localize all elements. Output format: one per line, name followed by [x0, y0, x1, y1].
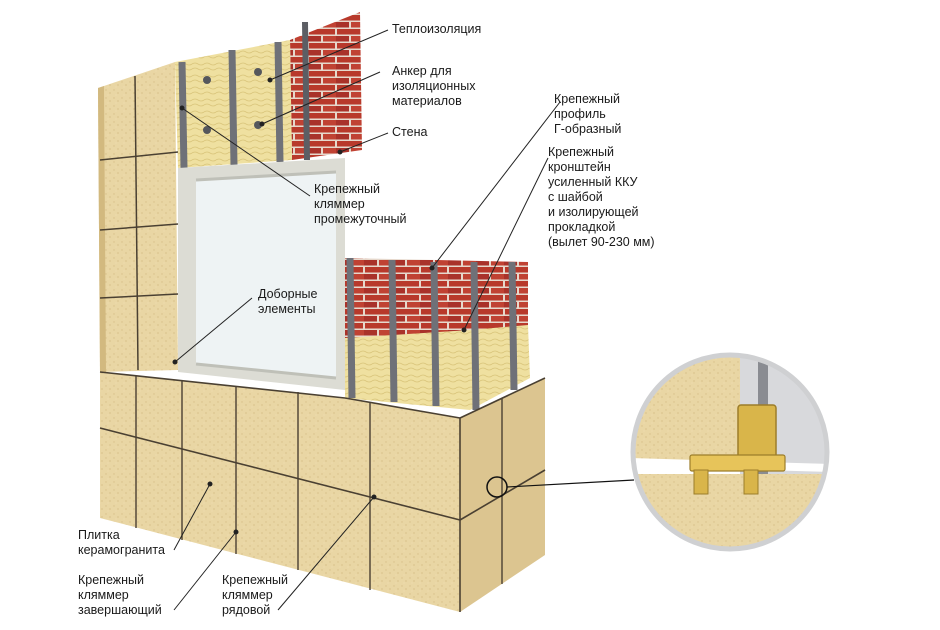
label-bracket: Крепежный кронштейн усиленный ККУ с шайб… — [548, 145, 655, 249]
label-intermediate-clamp: Крепежный кляммер промежуточный — [314, 182, 407, 226]
label-extra-elements: Доборные элементы — [258, 287, 318, 316]
lower-wall-layer — [345, 257, 530, 411]
label-finishing-clamp: Крепежный кляммер завершающий — [78, 573, 162, 617]
profile-wall-edge — [302, 21, 310, 161]
label-wall: Стена — [392, 125, 428, 139]
brick-wall-upper — [290, 12, 362, 160]
anchor-dot — [254, 68, 262, 76]
tile-column-left — [98, 62, 179, 372]
profile-lower-2 — [388, 259, 398, 403]
label-thermal-insulation: Теплоизоляция — [392, 22, 482, 36]
label-tile: Плитка керамогранита — [78, 528, 165, 557]
upper-wall-layer — [175, 12, 362, 169]
profile-lower-5 — [508, 261, 518, 391]
profile-upper-3 — [274, 41, 284, 163]
profile-lower-3 — [430, 261, 440, 407]
profile-lower-4 — [470, 261, 480, 411]
label-row-clamp: Крепежный кляммер рядовой — [222, 573, 288, 617]
profile-upper-1 — [178, 61, 188, 169]
magnifier-ring — [630, 352, 830, 552]
profile-lower-1 — [346, 257, 356, 399]
label-anchor: Анкер для изоляционных материалов — [392, 64, 476, 108]
anchor-dot — [203, 126, 211, 134]
clamp-plate — [689, 454, 786, 472]
anchor-dot — [203, 76, 211, 84]
label-g-profile: Крепежный профиль Г-образный — [554, 92, 622, 136]
window — [178, 158, 345, 390]
leader-lines — [172, 29, 561, 611]
window-glass — [196, 172, 336, 378]
profile-upper-2 — [228, 49, 238, 166]
